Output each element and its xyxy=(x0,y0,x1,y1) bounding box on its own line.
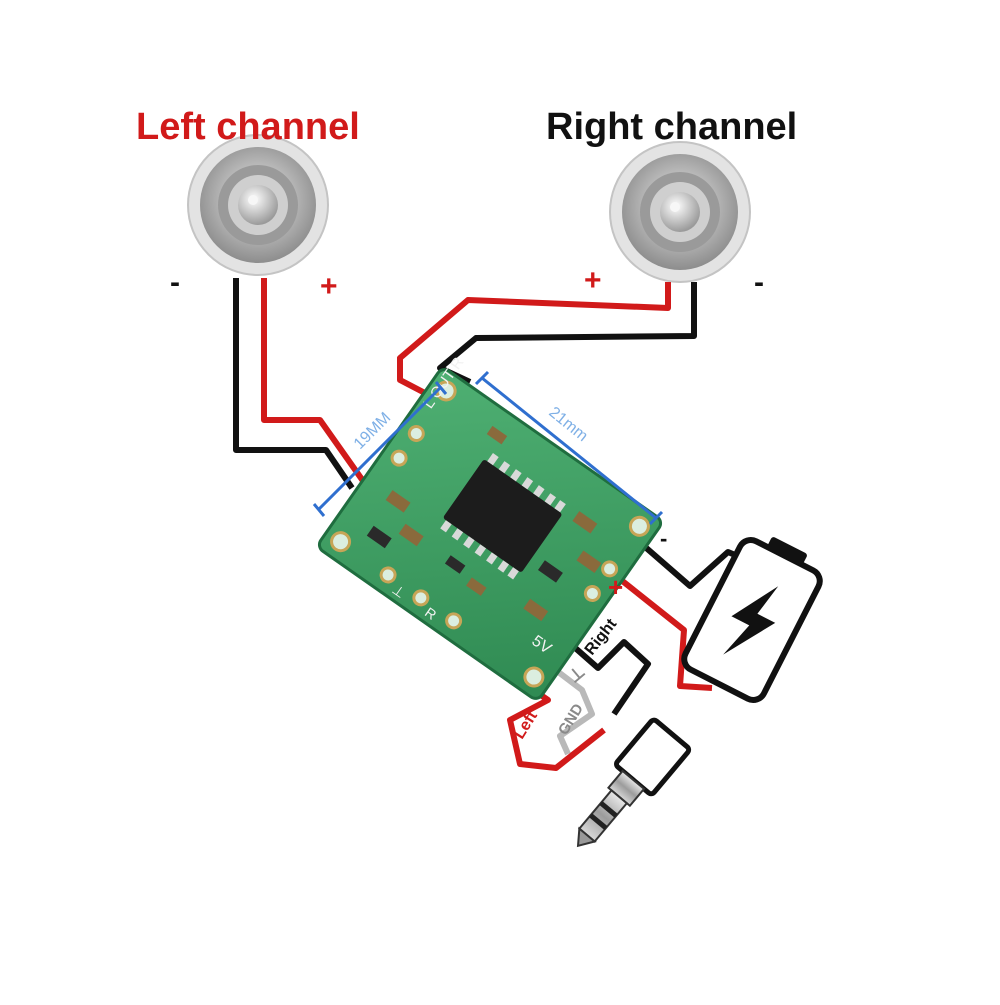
audio-right-wire xyxy=(546,621,651,716)
board-power-plus: + xyxy=(608,572,623,602)
amplifier-ic-chip xyxy=(443,460,562,572)
right-speaker xyxy=(609,141,751,283)
left-speaker-minus: - xyxy=(170,266,180,299)
right-channel-title: Right channel xyxy=(546,106,798,148)
audio-jack xyxy=(576,717,692,848)
left-speaker xyxy=(187,134,329,276)
lightning-icon xyxy=(723,586,779,655)
left-speaker-positive-wire xyxy=(261,278,371,490)
left-speaker-negative-wire xyxy=(233,278,355,490)
right-speaker-negative-wire xyxy=(437,282,697,385)
right-speaker-positive-wire xyxy=(397,282,671,407)
length-dimension-label: 21mm xyxy=(545,404,590,445)
right-speaker-plus: + xyxy=(584,264,602,297)
ground-symbol-label: ⊥ xyxy=(564,661,589,687)
battery xyxy=(681,537,823,703)
left-wire-label: Left xyxy=(511,708,541,742)
left-speaker-plus: + xyxy=(320,270,338,303)
left-channel-title: Left channel xyxy=(136,106,360,148)
audio-gnd-wire xyxy=(530,649,595,756)
board-power-minus: - xyxy=(660,526,667,551)
right-speaker-minus: - xyxy=(754,266,764,299)
